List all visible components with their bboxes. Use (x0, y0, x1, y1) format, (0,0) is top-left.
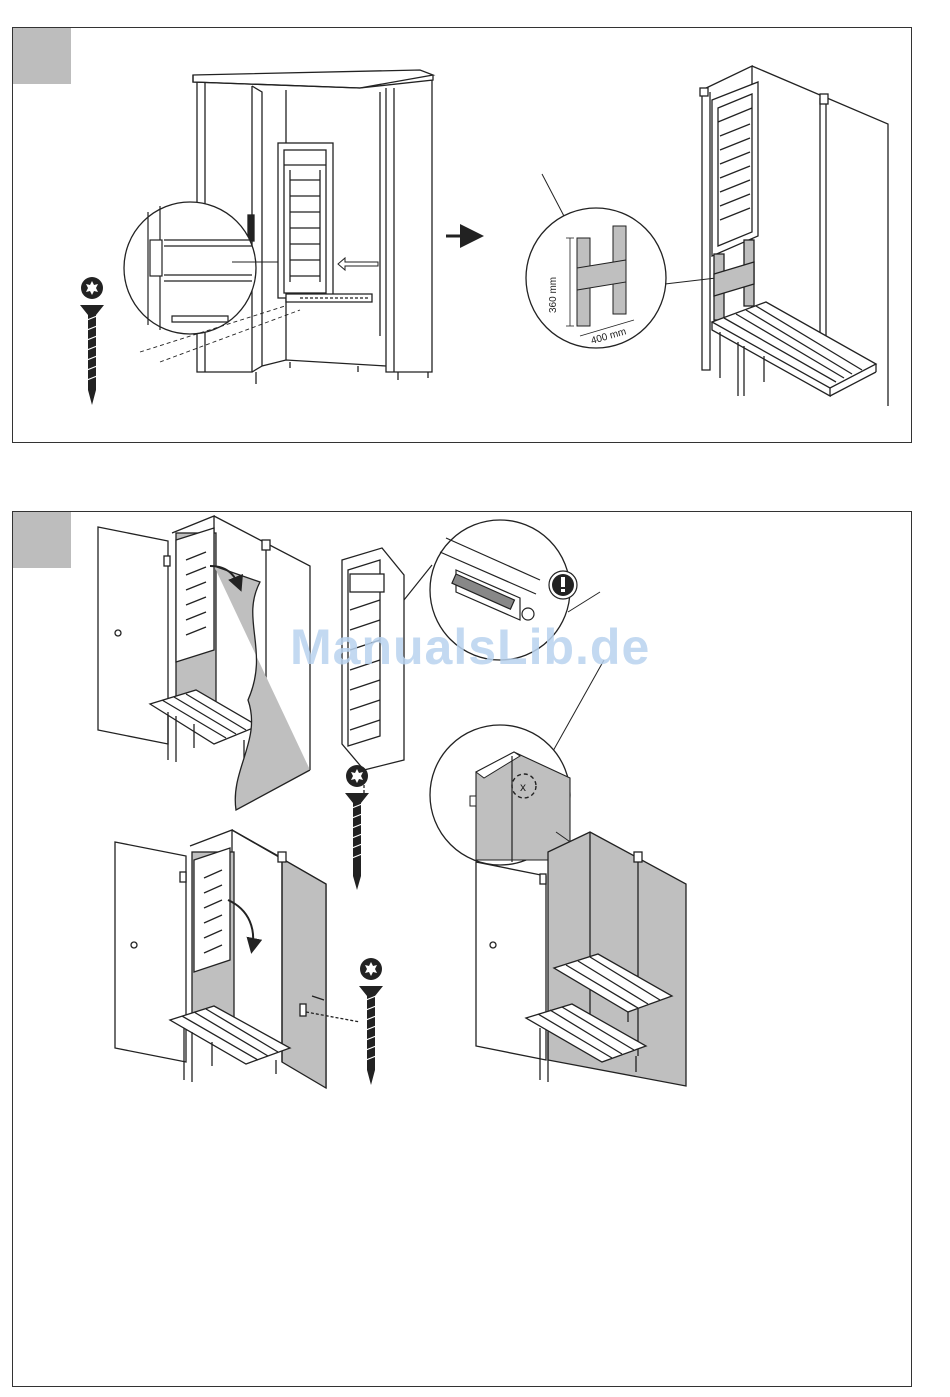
bracket-height-dimension: 360 mm (548, 277, 559, 313)
magnifier-callout-icon (404, 520, 604, 760)
wall-two-benches (476, 832, 686, 1086)
torx-screw-icon (359, 958, 383, 1085)
svg-text:x: x (520, 780, 526, 794)
insert-direction-arrow (338, 258, 378, 270)
backrest-frame (342, 548, 404, 800)
open-door-wall-bench-top (98, 516, 310, 810)
magnifier-callout-icon (526, 174, 716, 348)
torx-screw-icon (80, 277, 104, 405)
open-door-wall-bench-bottom (115, 830, 360, 1088)
torx-screw-icon (345, 765, 369, 890)
wall-section-with-bench (700, 66, 888, 406)
magnifier-callout-icon (124, 202, 300, 362)
warning-exclamation-icon (552, 574, 574, 596)
